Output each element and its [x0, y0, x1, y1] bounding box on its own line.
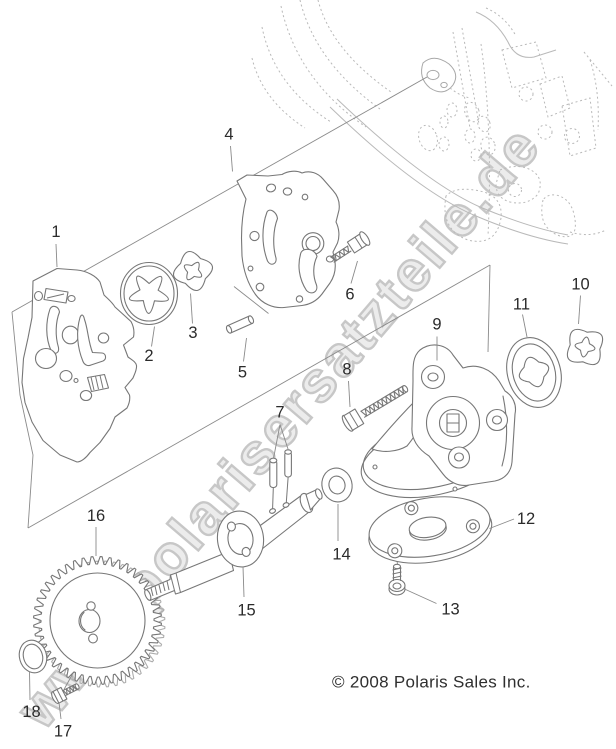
callout-3: 3 [188, 324, 197, 342]
part-17-screw [51, 683, 80, 704]
part-7-dowel-pins [269, 449, 292, 509]
part-16-drive-gear [33, 556, 166, 688]
callout-2: 2 [144, 347, 153, 365]
callout-6: 6 [345, 286, 354, 304]
callout-9: 9 [432, 316, 441, 334]
callout-17: 17 [54, 723, 72, 741]
part-15-shaft [144, 488, 323, 602]
callout-5: 5 [238, 364, 247, 382]
callout-15: 15 [237, 602, 255, 620]
part-13-screw [388, 563, 406, 596]
callout-11: 11 [513, 296, 530, 314]
plane-bottom-edge [27, 264, 491, 529]
callout-18: 18 [22, 703, 40, 721]
leader-lines [29, 145, 581, 720]
part-14-washer [321, 467, 353, 503]
part-8-screw [341, 384, 409, 432]
part-3-inner-rotor [173, 251, 213, 291]
part-10-inner-rotor [566, 328, 604, 366]
part-2-outer-rotor [119, 261, 179, 326]
copyright-text: © 2008 Polaris Sales Inc. [332, 673, 531, 692]
part-1-pump-housing [21, 267, 138, 463]
callout-14: 14 [332, 546, 350, 564]
part-5-dowel-pin [225, 315, 255, 334]
callout-12: 12 [517, 510, 535, 528]
callout-13: 13 [441, 601, 459, 619]
part-11-outer-rotor [506, 337, 562, 408]
callout-8: 8 [342, 361, 351, 379]
callout-labels: 1 2 3 4 5 6 7 8 9 10 11 12 13 14 15 16 1… [22, 126, 589, 741]
part-18-washer [18, 639, 48, 674]
plane-left-edge [11, 311, 34, 529]
part-12-cover-plate [368, 496, 493, 564]
callout-1: 1 [51, 223, 60, 241]
engine-crankcase-outline [251, 0, 613, 245]
pin5-pointer-line [233, 286, 269, 314]
part-9-pump-body [360, 344, 517, 498]
callout-4: 4 [224, 126, 233, 144]
plane-right-edge [487, 264, 491, 353]
callout-16: 16 [87, 507, 105, 525]
callout-7: 7 [275, 404, 284, 422]
part-4-pump-plate [236, 170, 340, 309]
part-6-screw [330, 231, 371, 263]
callout-10: 10 [571, 276, 589, 294]
